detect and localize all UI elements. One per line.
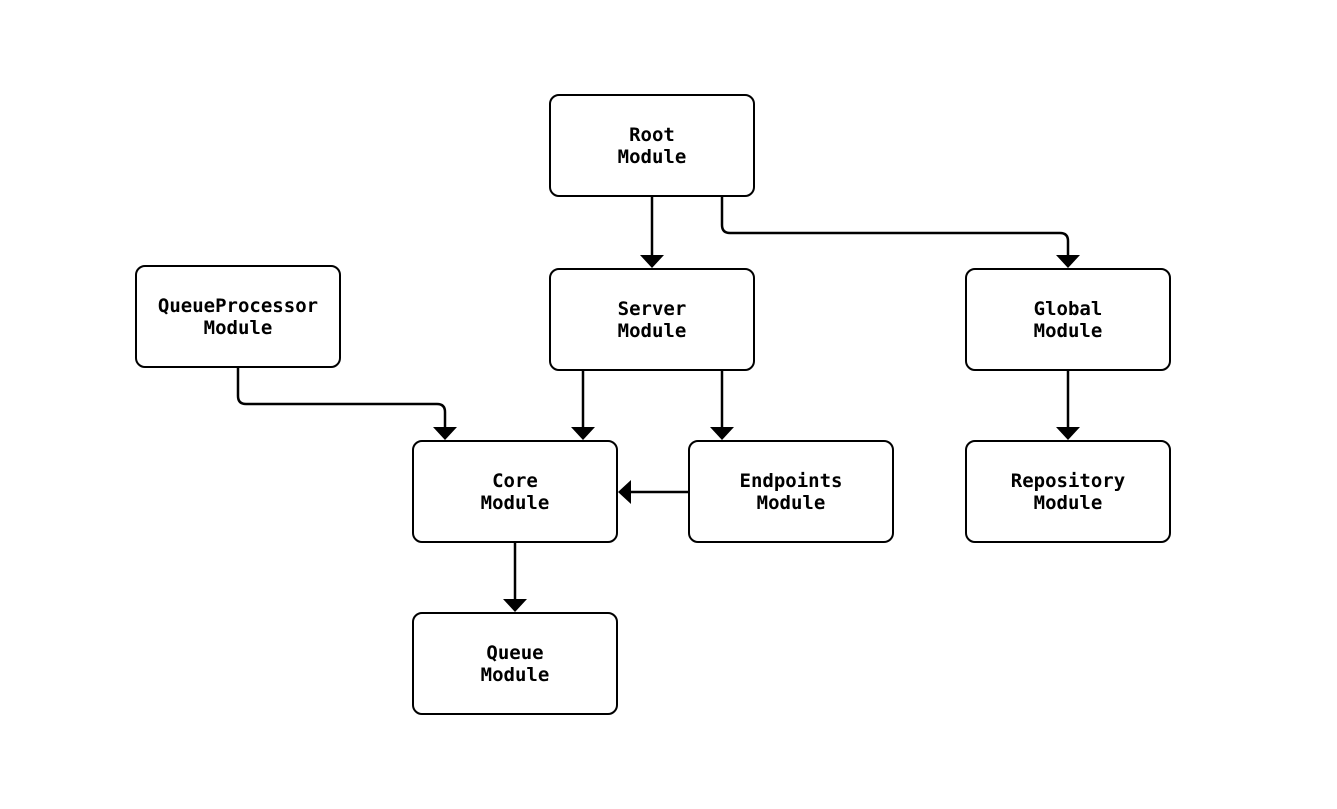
edge-global-to-repository	[1056, 371, 1080, 440]
arrowhead-down-icon	[433, 427, 457, 440]
node-global-label-line2: Module	[1033, 319, 1103, 342]
arrowhead-down-icon	[503, 599, 527, 612]
node-queue-label-line1: Queue	[486, 641, 544, 664]
edge-server-to-core	[571, 371, 595, 440]
node-root-label-line1: Root	[629, 123, 675, 146]
node-repository-module: Repository Module	[965, 440, 1171, 543]
node-core-label-line1: Core	[492, 469, 538, 492]
node-server-module: Server Module	[549, 268, 755, 371]
node-queueprocessor-module: QueueProcessor Module	[135, 265, 341, 368]
node-queueprocessor-label-line2: Module	[203, 316, 273, 339]
edge-endpoints-to-core	[618, 480, 688, 504]
node-root-label-line2: Module	[617, 145, 687, 168]
node-server-label-line2: Module	[617, 319, 687, 342]
node-repository-label-line2: Module	[1033, 491, 1103, 514]
edge-core-to-queue	[503, 543, 527, 612]
node-endpoints-label-line2: Module	[756, 491, 826, 514]
edge-server-to-endpoints	[710, 371, 734, 440]
node-global-label-line1: Global	[1033, 297, 1103, 320]
arrowhead-left-icon	[618, 480, 631, 504]
edge-root-to-server	[640, 197, 664, 268]
node-core-label-line2: Module	[480, 491, 550, 514]
node-endpoints-module: Endpoints Module	[688, 440, 894, 543]
node-core-module: Core Module	[412, 440, 618, 543]
node-queue-label-line2: Module	[480, 663, 550, 686]
arrowhead-down-icon	[1056, 255, 1080, 268]
node-root-module: Root Module	[549, 94, 755, 197]
node-endpoints-label-line1: Endpoints	[739, 469, 843, 492]
edge-root-to-global	[720, 197, 1080, 268]
arrowhead-down-icon	[640, 255, 664, 268]
node-queue-module: Queue Module	[412, 612, 618, 715]
arrowhead-down-icon	[1056, 427, 1080, 440]
node-global-module: Global Module	[965, 268, 1171, 371]
arrowhead-down-icon	[710, 427, 734, 440]
node-server-label-line1: Server	[617, 297, 687, 320]
node-repository-label-line1: Repository	[1010, 469, 1126, 492]
edge-queueprocessor-to-core	[236, 368, 457, 440]
arrowhead-down-icon	[571, 427, 595, 440]
node-queueprocessor-label-line1: QueueProcessor	[157, 294, 319, 317]
